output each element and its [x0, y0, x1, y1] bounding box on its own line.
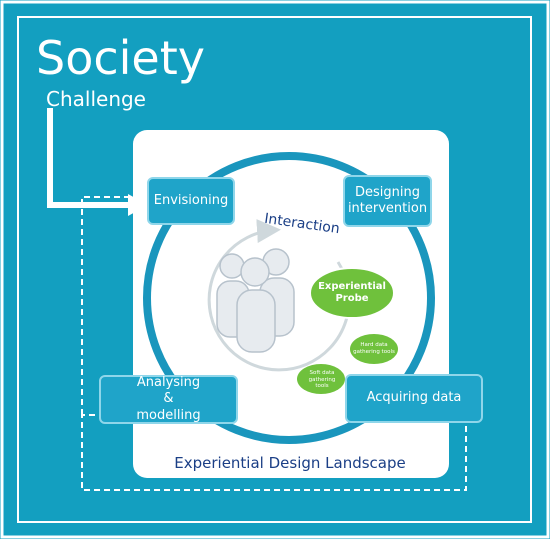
designing-label: Designing intervention	[347, 184, 428, 216]
soft-tools-bubble	[297, 364, 345, 394]
society-title: Society	[36, 31, 205, 85]
hard-tools-bubble	[350, 334, 398, 364]
acquiring-label: Acquiring data	[366, 390, 462, 406]
people-icon	[216, 248, 295, 353]
hard-tools-label: Hard data gathering tools	[353, 342, 395, 355]
designing-box	[343, 175, 432, 227]
dashed-loop-outer	[81, 414, 467, 491]
experiential-probe-bubble	[309, 267, 395, 319]
analysing-label: Analysing & modelling	[136, 375, 201, 423]
dashed-loop-left	[81, 196, 140, 415]
acquiring-box	[345, 374, 483, 423]
challenge-arrow-line	[47, 108, 130, 208]
experiential-probe-label: Experiential Probe	[318, 281, 386, 304]
inner-frame	[17, 16, 532, 523]
challenge-arrowhead	[128, 194, 148, 216]
challenge-label: Challenge	[46, 87, 146, 111]
envisioning-box	[147, 177, 235, 225]
analysing-box	[99, 375, 238, 424]
landscape-label: Experiential Design Landscape	[174, 454, 406, 472]
envisioning-label: Envisioning	[153, 192, 229, 208]
soft-tools-label: Soft data gathering tools	[308, 370, 336, 390]
cycle-ring	[143, 152, 435, 444]
